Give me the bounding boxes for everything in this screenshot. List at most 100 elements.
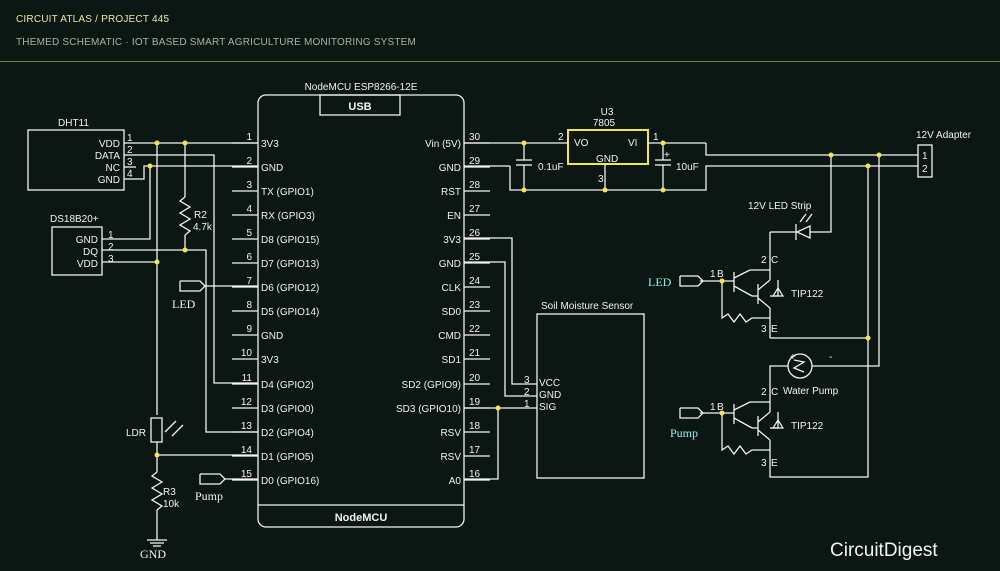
q1-b-label: B [717,269,724,280]
mcu-left-pin-num: 1 [246,132,252,143]
mcu-right-pin-num: 25 [469,252,481,263]
header-brand: CIRCUIT ATLAS / PROJECT 445 [16,14,170,25]
pump-port-label: Pump [195,489,223,503]
u3-part: 7805 [593,118,616,129]
q2-c-label: C [771,387,778,398]
u3-gnd: GND [596,154,618,165]
ds18b20-num-1: 1 [108,230,114,241]
mcu-left-pin-label: D7 (GPIO13) [261,259,319,270]
mcu-right-pin-num: 28 [469,180,481,191]
ds18b20-pin-gnd: GND [76,235,98,246]
soil-num-2: 2 [524,387,530,398]
header-subtitle: THEMED SCHEMATIC · IOT BASED SMART AGRIC… [16,37,417,48]
circuitdigest-logo: CircuitDigest [830,540,938,561]
mcu-right-pin-label: A0 [449,476,462,487]
led-port-label-right: LED [648,275,672,289]
mcu-left-pin-label: 3V3 [261,355,279,366]
c2-plus: + [664,150,670,161]
mcu-right-pin-label: CMD [438,331,461,342]
mcu-footer-label: NodeMCU [335,512,388,524]
mcu-right-pin-label: RST [441,187,461,198]
q1-c-label: C [771,255,778,266]
mcu-right-pin-label: EN [447,211,461,222]
mcu-right-pin-num: 23 [469,300,481,311]
mcu-right-pin-num: 19 [469,397,481,408]
mcu-left-pin-label: D3 (GPIO0) [261,404,314,415]
soil-pin-gnd: GND [539,390,561,401]
r3-name: R3 [163,487,176,498]
mcu-right-pin-label: SD0 [442,307,462,318]
water-pump-title: Water Pump [783,386,839,397]
q2-part: TIP122 [791,421,824,432]
mcu-right-pin-num: 30 [469,132,481,143]
dht11-pin-vdd: VDD [99,139,120,150]
mcu-right-pin-num: 16 [469,469,481,480]
ds18b20-num-2: 2 [108,242,114,253]
adapter-pin2: 2 [922,164,928,175]
mcu-right-pin-num: 24 [469,276,481,287]
mcu-right-pin-num: 17 [469,445,481,456]
mcu-right-pin-label: GND [439,163,461,174]
mcu-right-pin-num: 29 [469,156,481,167]
mcu-left-pin-label: D2 (GPIO4) [261,428,314,439]
led-strip-title: 12V LED Strip [748,201,812,212]
ds18b20-pin-dq: DQ [83,247,98,258]
ds18b20-pin-vdd: VDD [77,259,98,270]
mcu-left-pin-num: 7 [246,276,252,287]
dht11-num-1: 1 [127,133,133,144]
mcu-left-pin-label: RX (GPIO3) [261,211,315,222]
led-strip-circuit [679,152,882,478]
nodemcu-module: NodeMCU ESP8266-12E USB NodeMCU 13V32GND… [232,82,490,528]
soil-pin-vcc: VCC [539,378,560,389]
u3-pin2: 2 [558,132,564,143]
regulator-7805: U3 7805 VO VI GND 2 1 3 [558,107,659,185]
mcu-left-pin-label: D0 (GPIO16) [261,476,319,487]
mcu-right-pin-label: 3V3 [443,235,461,246]
mcu-left-pin-num: 11 [242,373,253,384]
dht11-pin-gnd: GND [98,175,120,186]
mcu-left-pin-label: TX (GPIO1) [261,187,314,198]
q2-e-label: E [771,458,778,469]
q1-e-num: 3 [761,324,767,335]
ldr-label: LDR [126,428,146,439]
mcu-right-pin-label: GND [439,259,461,270]
u3-pin3: 3 [598,174,604,185]
q2-b-num: 1 [710,402,716,413]
mcu-left-pin-num: 8 [246,300,252,311]
c2-value: 10uF [676,162,699,173]
mcu-left-pin-label: D1 (GPIO5) [261,452,314,463]
mcu-right-pin-label: CLK [442,283,462,294]
dht11-num-2: 2 [127,145,133,156]
c1-value: 0.1uF [538,162,564,173]
mcu-right-pin-label: SD3 (GPIO10) [396,404,461,415]
mcu-right-pin-label: SD2 (GPIO9) [402,380,461,391]
mcu-left-pin-label: D5 (GPIO14) [261,307,319,318]
r2-name: R2 [194,210,207,221]
mcu-right-pin-num: 18 [469,421,481,432]
dht11-sensor: DHT11 VDD DATA NC GND 1 2 3 4 [27,118,136,191]
mcu-right-pin-label: RSV [440,428,461,439]
u3-vo: VO [574,138,589,149]
r3-value: 10k [163,499,180,510]
mcu-right-pin-label: SD1 [442,355,462,366]
soil-pin-sig: SIG [539,402,556,413]
pump-port-label-right: Pump [670,426,698,440]
adapter-connector: 12V Adapter 1 2 [868,130,972,178]
mcu-left-pin-num: 10 [241,348,253,359]
header-divider [0,61,1000,62]
ds18b20-sensor: DS18B20+ GND DQ VDD 1 2 3 [50,214,114,276]
q1-c-num: 2 [761,255,767,266]
mcu-left-pin-num: 13 [241,421,253,432]
dht11-pin-nc: NC [106,163,120,174]
mcu-right-pin-num: 20 [469,373,481,384]
dht11-num-4: 4 [127,169,133,180]
q2-e-num: 3 [761,458,767,469]
adapter-pin1: 1 [922,151,928,162]
mcu-right-pin-num: 22 [469,324,481,335]
left-wiring [102,140,258,547]
soil-moisture-sensor: Soil Moisture Sensor VCC GND SIG 3 2 1 [464,237,645,480]
water-pump-circuit [679,353,845,460]
mcu-left-pin-num: 15 [241,469,253,480]
soil-num-1: 1 [524,399,530,410]
